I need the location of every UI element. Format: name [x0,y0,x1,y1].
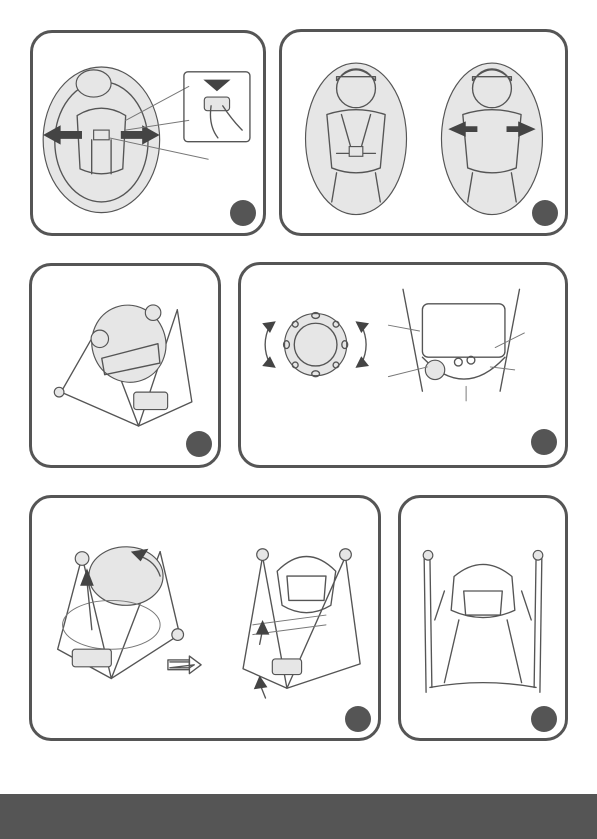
baby-harness-illustration [282,32,565,233]
step-badge [531,706,557,732]
step-panel-fold-swing [29,495,381,741]
step-badge [531,429,557,455]
step-panel-harness-release [30,30,266,236]
folding-swing-illustration [32,498,378,738]
step-panel-control-dial [238,262,568,468]
step-panel-folded-front [398,495,568,741]
step-badge [230,200,256,226]
step-panel-harness-fasten [279,29,568,236]
seat-harness-release-illustration [33,33,263,233]
step-badge [532,200,558,226]
footer-bar [0,794,597,839]
step-badge [345,706,371,732]
step-panel-seat-recline [29,263,221,468]
folded-swing-front-illustration [401,498,565,738]
control-dial-illustration [241,265,565,465]
step-badge [186,431,212,457]
